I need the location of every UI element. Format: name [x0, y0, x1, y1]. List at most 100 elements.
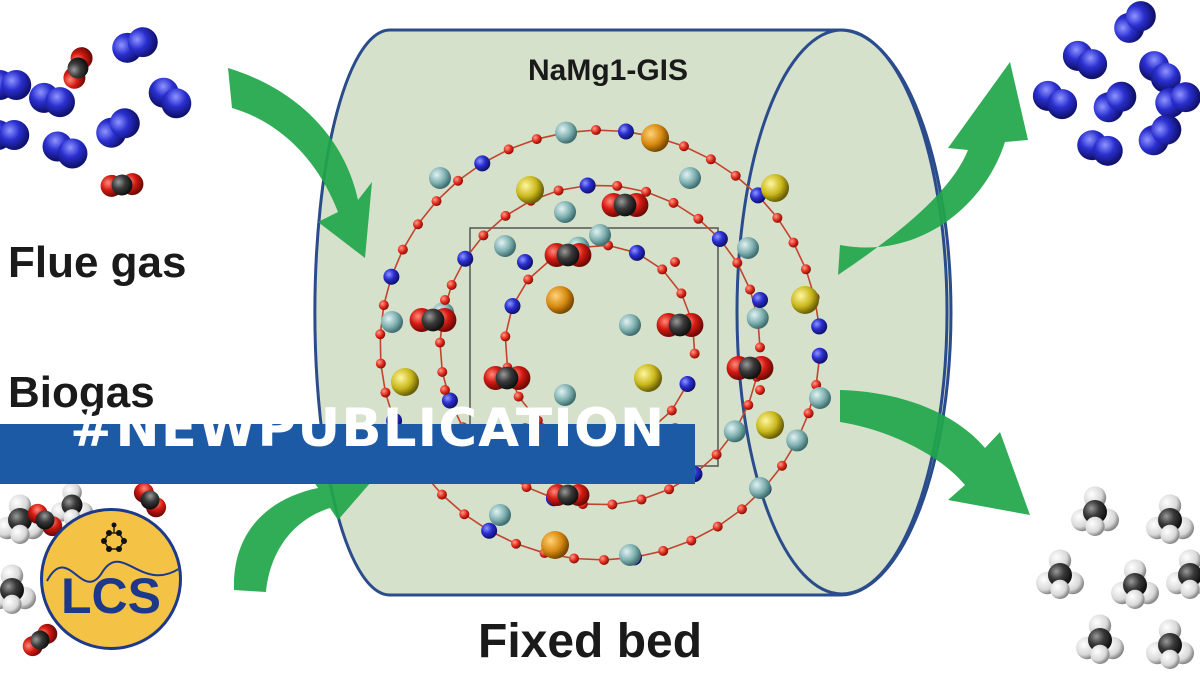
n2-molecule [1155, 82, 1200, 118]
inlet-arrow-bottom [233, 470, 378, 592]
framework-atom [381, 311, 403, 333]
framework-atom [429, 167, 451, 189]
framework-atom [658, 545, 669, 556]
framework-atom [745, 284, 756, 295]
n2-molecule [29, 82, 75, 118]
co2-molecule [133, 482, 167, 518]
framework-atom [504, 298, 521, 315]
framework-atom [664, 484, 675, 495]
ch4-molecule [1071, 486, 1119, 536]
framework-atom [749, 477, 771, 499]
framework-atom [636, 494, 647, 505]
logo-text: LCS [61, 568, 161, 624]
n2-molecule [1093, 81, 1137, 123]
framework-atom [761, 174, 789, 202]
n2-molecule [0, 120, 30, 150]
ch4-molecule [1076, 614, 1124, 664]
cylinder-title: NaMg1-GIS [528, 54, 688, 87]
framework-atom [378, 300, 389, 311]
framework-atom [788, 237, 799, 248]
framework-atom [397, 244, 408, 255]
n2-molecule [1077, 130, 1123, 166]
framework-atom [657, 264, 668, 275]
ch4-molecule [1166, 549, 1200, 599]
framework-atom [668, 197, 679, 208]
framework-atom [711, 449, 722, 460]
framework-atom [446, 279, 457, 290]
framework-atom [554, 384, 576, 406]
framework-atom [628, 244, 645, 261]
framework-atom [679, 375, 696, 392]
framework-atom [554, 201, 576, 223]
framework-atom [723, 420, 746, 443]
n2-molecule [148, 77, 192, 119]
framework-atom [489, 504, 511, 526]
framework-atom [380, 387, 391, 398]
framework-atom [440, 295, 450, 305]
framework-atom [676, 288, 687, 299]
n2-molecule [1032, 80, 1078, 120]
framework-atom [634, 364, 662, 392]
framework-atom [412, 219, 423, 230]
framework-atom [391, 368, 419, 396]
bond [518, 396, 539, 422]
framework-atom [503, 144, 514, 155]
bond [573, 557, 605, 561]
n2-molecule [96, 108, 140, 148]
framework-atom [437, 367, 448, 378]
n2-molecule [42, 131, 88, 169]
framework-atom [553, 185, 564, 196]
ch4-molecule [1146, 494, 1194, 544]
framework-atom [730, 170, 741, 181]
framework-atom [777, 460, 788, 471]
outlet-arrow-bottom [840, 390, 1030, 515]
n2-molecule [1138, 114, 1182, 156]
framework-atom [619, 544, 641, 566]
framework-atom [521, 482, 532, 493]
framework-atom [436, 489, 447, 500]
framework-atom [532, 415, 543, 426]
framework-atom [811, 347, 828, 364]
banner-text: #NEWPUBLICATION [70, 398, 666, 459]
molecule-icon [46, 522, 179, 583]
framework-atom [791, 286, 819, 314]
framework-atom [481, 522, 498, 539]
framework-atom [619, 314, 641, 336]
framework-atom [375, 358, 386, 369]
bond [527, 258, 552, 281]
outlet-arrow-top [838, 62, 1028, 275]
framework-atom [689, 348, 700, 359]
framework-atom [746, 306, 769, 329]
framework-atom [457, 250, 474, 267]
framework-atom [517, 254, 533, 270]
framework-atom [686, 535, 697, 546]
co2-molecule [409, 308, 457, 332]
framework-atom [546, 286, 574, 314]
framework-atom [786, 429, 809, 452]
framework-atom [431, 196, 442, 207]
framework-atom [500, 331, 511, 342]
inlet-arrow-top [228, 68, 372, 258]
framework-atom [617, 123, 634, 140]
framework-atom [435, 337, 446, 348]
co2-molecule [22, 623, 58, 657]
framework-atom [474, 155, 491, 172]
ch4-molecule [1036, 549, 1084, 599]
n2-molecule [0, 70, 32, 100]
framework-atom [755, 385, 765, 395]
framework-atom [516, 176, 544, 204]
framework-atom [441, 392, 458, 409]
ch4-molecule [0, 564, 36, 614]
framework-atom [590, 125, 601, 136]
co2-molecule [726, 356, 774, 380]
framework-atom [666, 405, 677, 416]
framework-atom [754, 342, 765, 353]
framework-atom [500, 210, 511, 221]
framework-atom [679, 167, 701, 189]
lcs-logo: LCS [40, 508, 182, 650]
ch4-molecule [1146, 619, 1194, 669]
co2-molecule [601, 193, 649, 217]
fixed-bed-cylinder [313, 28, 953, 597]
framework-atom [579, 177, 596, 194]
